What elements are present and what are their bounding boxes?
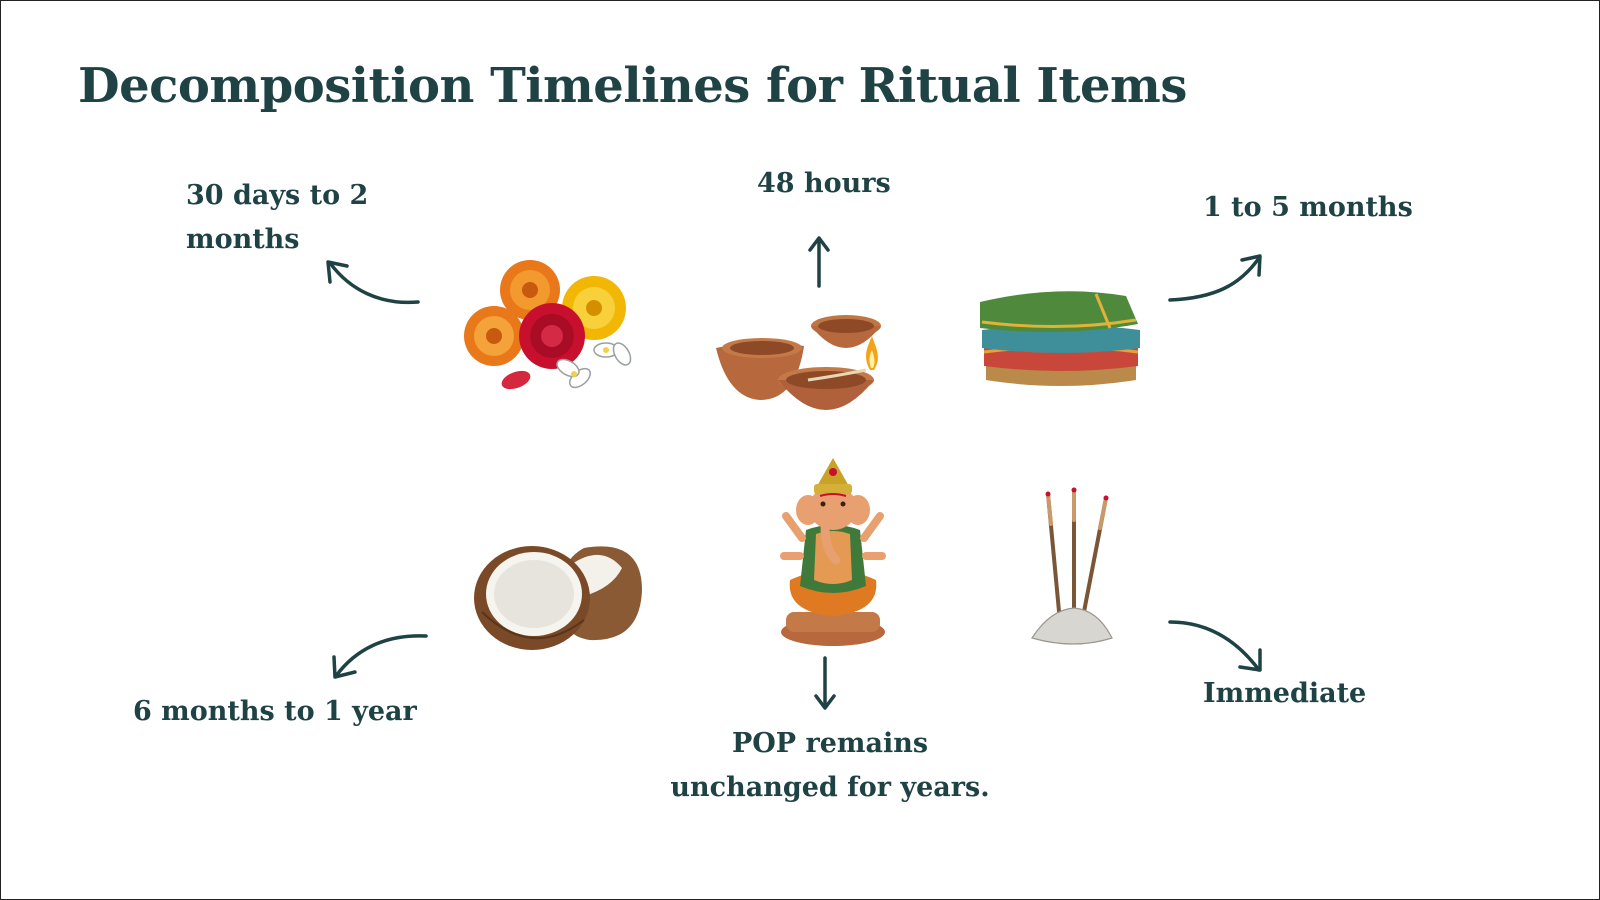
incense-timeline-label: Immediate — [1203, 678, 1367, 709]
ganesha-idol-illustration — [780, 458, 886, 646]
diyas-timeline-label: 48 hours — [757, 168, 891, 199]
folded-cloth-icon — [980, 291, 1140, 386]
flowers-timeline-line1: 30 days to 2 — [186, 180, 369, 211]
page-title: Decomposition Timelines for Ritual Items — [78, 58, 1187, 114]
rose-icon — [519, 303, 585, 369]
idol-timeline-line2: unchanged for years. — [670, 772, 990, 803]
incense-illustration — [1031, 487, 1113, 645]
idol-icon — [780, 458, 886, 646]
idol-timeline-line1: POP remains — [731, 728, 929, 759]
clay-lamp-icon — [716, 315, 881, 410]
jasmine-icon — [556, 342, 632, 389]
idol-timeline-label: POP remains unchanged for years. — [670, 722, 990, 810]
petal-icon — [501, 370, 531, 390]
cloth-stack-illustration — [980, 291, 1140, 386]
diyas-illustration — [716, 315, 881, 410]
marigold-icon — [464, 260, 626, 366]
flowers-illustration — [464, 260, 632, 390]
cloth-timeline-label: 1 to 5 months — [1203, 192, 1413, 223]
flowers-timeline-line2: months — [186, 224, 300, 255]
coconut-illustration — [474, 546, 642, 650]
ash-pile-icon — [1031, 607, 1113, 645]
coconut-icon — [474, 546, 642, 650]
flowers-timeline-label: 30 days to 2 months — [186, 174, 368, 262]
incense-stick-icon — [1045, 487, 1109, 624]
coconut-timeline-label: 6 months to 1 year — [133, 696, 417, 727]
